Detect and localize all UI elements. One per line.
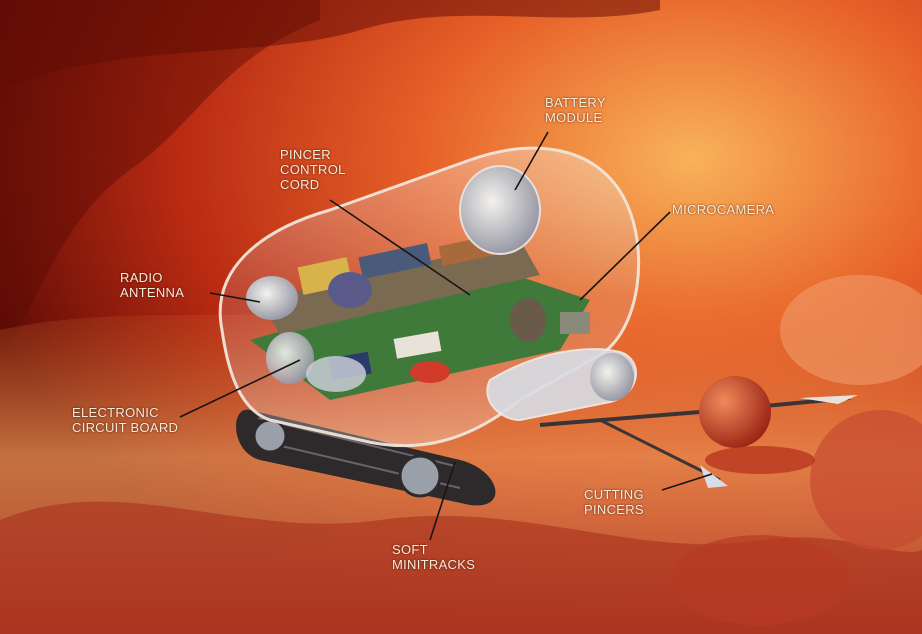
target-globule <box>699 376 771 448</box>
track-wheel <box>400 456 440 496</box>
component <box>328 272 372 308</box>
battery-module <box>460 166 540 254</box>
blood-cell <box>670 535 850 625</box>
label-cutting-pincers: CUTTING PINCERS <box>584 487 644 517</box>
chip <box>410 361 450 383</box>
track-wheel <box>254 420 286 452</box>
label-pincer-control-cord: PINCER CONTROL CORD <box>280 147 346 192</box>
radio-antenna <box>246 276 298 320</box>
label-soft-minitracks: SOFT MINITRACKS <box>392 542 475 572</box>
microcamera <box>590 353 634 401</box>
label-radio-antenna: RADIO ANTENNA <box>120 270 184 300</box>
label-electronic-circuit-board: ELECTRONIC CIRCUIT BOARD <box>72 405 178 435</box>
label-microcamera: MICROCAMERA <box>672 202 774 217</box>
label-battery-module: BATTERY MODULE <box>545 95 606 125</box>
